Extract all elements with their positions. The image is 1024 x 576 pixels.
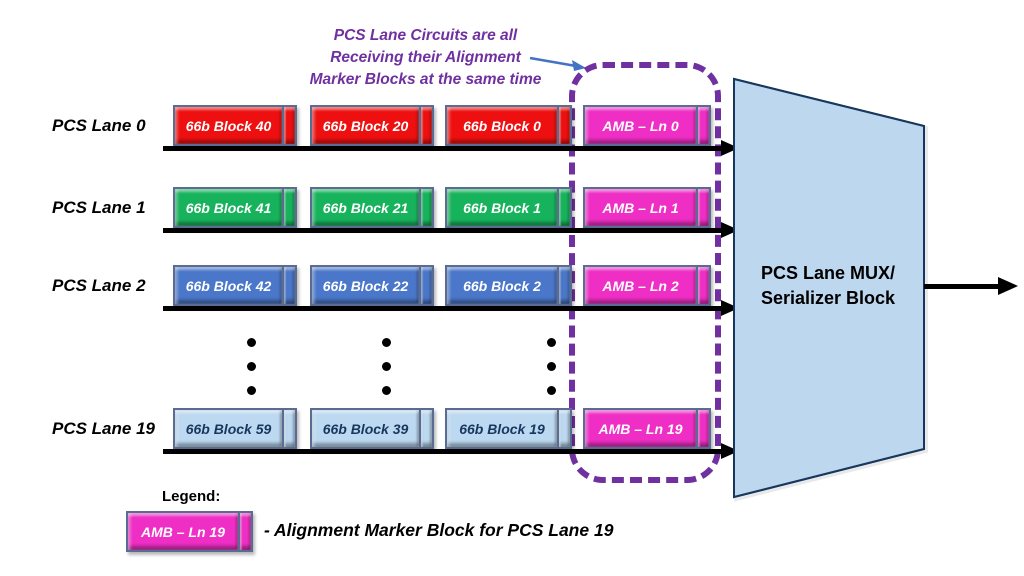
- data-block: 66b Block 19: [445, 408, 572, 449]
- mux-label-line-1: PCS Lane MUX/: [760, 263, 896, 283]
- block-sync-tab: [557, 107, 570, 144]
- block-sync-tab: [238, 513, 251, 550]
- block-sync-tab: [419, 107, 432, 144]
- output-arrow-line: [924, 284, 1000, 289]
- data-block: 66b Block 21: [310, 187, 434, 228]
- mux-label-line-2: Serializer Block: [760, 288, 896, 308]
- lane-row-0: PCS Lane 0 66b Block 40 66b Block 20 66b…: [0, 105, 1024, 161]
- block-label: 66b Block 0: [447, 107, 557, 144]
- legend-sample-block: AMB – Ln 19: [126, 511, 253, 552]
- data-block: 66b Block 59: [173, 408, 297, 449]
- block-sync-tab: [557, 267, 570, 304]
- data-block: 66b Block 39: [310, 408, 434, 449]
- block-sync-tab: [696, 189, 709, 226]
- amb-block-label: AMB – Ln 1: [585, 189, 696, 226]
- block-sync-tab: [282, 410, 295, 447]
- block-label: 66b Block 1: [447, 189, 557, 226]
- data-block: 66b Block 2: [445, 265, 572, 306]
- annotation-text: PCS Lane Circuits are all Receiving thei…: [283, 25, 568, 91]
- block-label: 66b Block 40: [175, 107, 282, 144]
- legend-sample-label: AMB – Ln 19: [128, 513, 238, 550]
- mux-label: PCS Lane MUX/ Serializer Block: [733, 261, 923, 311]
- amb-block: AMB – Ln 0: [583, 105, 711, 146]
- block-label: 66b Block 59: [175, 410, 282, 447]
- block-sync-tab: [419, 267, 432, 304]
- data-block: 66b Block 42: [173, 265, 297, 306]
- block-label: 66b Block 41: [175, 189, 282, 226]
- lane-row-1: PCS Lane 1 66b Block 41 66b Block 21 66b…: [0, 187, 1024, 243]
- lane-arrow-line: [163, 449, 723, 454]
- data-block: 66b Block 1: [445, 187, 572, 228]
- block-label: 66b Block 22: [312, 267, 419, 304]
- lane-arrow-line: [163, 146, 723, 151]
- data-block: 66b Block 20: [310, 105, 434, 146]
- annotation-line-2: Receiving their Alignment: [330, 49, 521, 66]
- amb-block-label: AMB – Ln 0: [585, 107, 696, 144]
- vertical-ellipsis-icon: [547, 338, 557, 395]
- block-label: 66b Block 21: [312, 189, 419, 226]
- lane-row-19: PCS Lane 19 66b Block 59 66b Block 39 66…: [0, 408, 1024, 464]
- annotation-line-3: Marker Blocks at the same time: [309, 71, 542, 88]
- block-sync-tab: [282, 107, 295, 144]
- lane-arrow-line: [163, 228, 723, 233]
- block-sync-tab: [282, 189, 295, 226]
- data-block: 66b Block 40: [173, 105, 297, 146]
- block-sync-tab: [282, 267, 295, 304]
- lane-label: PCS Lane 2: [52, 276, 146, 295]
- block-sync-tab: [557, 410, 570, 447]
- block-sync-tab: [419, 189, 432, 226]
- block-sync-tab: [696, 410, 709, 447]
- block-sync-tab: [419, 410, 432, 447]
- output-arrowhead-icon: [998, 277, 1018, 295]
- vertical-ellipsis-icon: [382, 338, 392, 395]
- lane-label: PCS Lane 1: [52, 198, 146, 217]
- lane-label: PCS Lane 19: [52, 419, 155, 438]
- mux-trapezoid: [733, 77, 928, 502]
- block-sync-tab: [557, 189, 570, 226]
- legend-description: - Alignment Marker Block for PCS Lane 19: [264, 520, 614, 540]
- block-label: 66b Block 19: [447, 410, 557, 447]
- block-sync-tab: [696, 267, 709, 304]
- lane-arrow-line: [163, 306, 723, 311]
- amb-block: AMB – Ln 2: [583, 265, 711, 306]
- block-label: 66b Block 20: [312, 107, 419, 144]
- data-block: 66b Block 22: [310, 265, 434, 306]
- amb-group-outline: [569, 62, 721, 483]
- amb-block-label: AMB – Ln 19: [585, 410, 696, 447]
- annotation-line-1: PCS Lane Circuits are all: [333, 27, 518, 44]
- block-sync-tab: [696, 107, 709, 144]
- amb-block-label: AMB – Ln 2: [585, 267, 696, 304]
- amb-block: AMB – Ln 19: [583, 408, 711, 449]
- data-block: 66b Block 0: [445, 105, 572, 146]
- legend-title: Legend:: [162, 488, 221, 505]
- vertical-ellipsis-icon: [247, 338, 257, 395]
- lane-label: PCS Lane 0: [52, 116, 146, 135]
- data-block: 66b Block 41: [173, 187, 297, 228]
- amb-block: AMB – Ln 1: [583, 187, 711, 228]
- block-label: 66b Block 42: [175, 267, 282, 304]
- block-label: 66b Block 2: [447, 267, 557, 304]
- lane-row-2: PCS Lane 2 66b Block 42 66b Block 22 66b…: [0, 265, 1024, 321]
- block-label: 66b Block 39: [312, 410, 419, 447]
